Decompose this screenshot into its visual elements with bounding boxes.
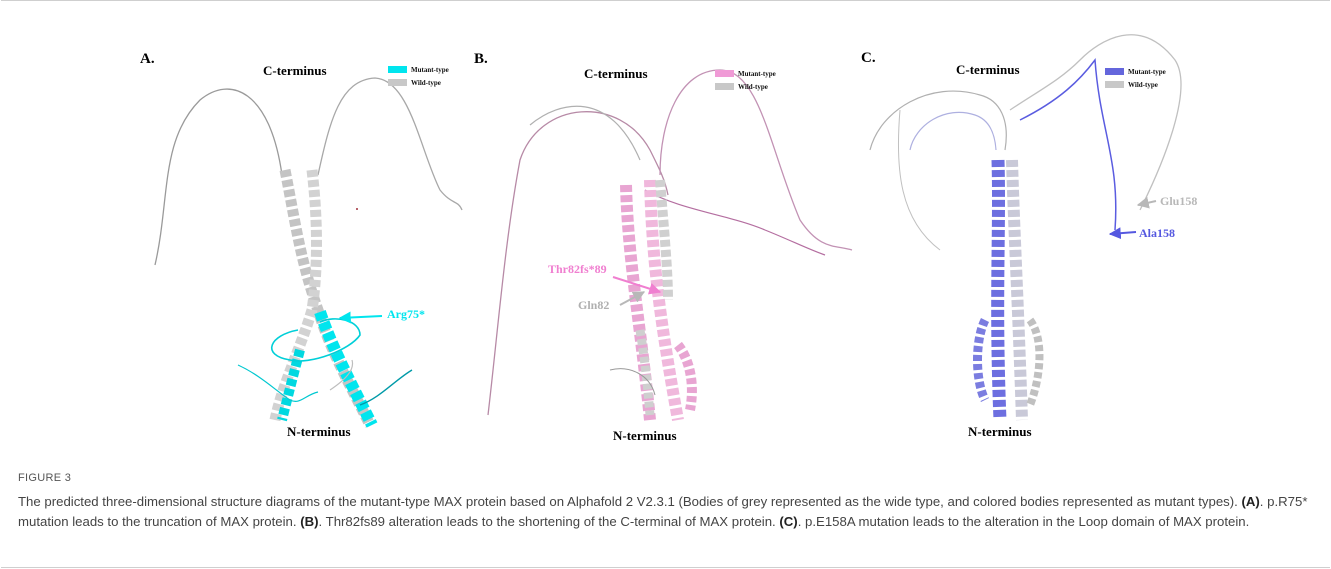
caption-text-b: . Thr82fs89 alteration leads to the shor… xyxy=(318,513,776,529)
panel-c-n-terminus-label: N-terminus xyxy=(968,424,1032,439)
figure-number: FIGURE 3 xyxy=(18,472,72,484)
figure: A. C-terminus N-terminus Mutant-type Wil… xyxy=(140,34,1198,443)
legend-label: Wild-type xyxy=(1128,80,1158,89)
legend-label: Mutant-type xyxy=(411,65,449,74)
panel-c-legend: Mutant-type Wild-type xyxy=(1105,65,1166,91)
annotation-glu158: Glu158 xyxy=(1160,194,1198,208)
caption-tag-a: (A) xyxy=(1241,494,1260,509)
legend-swatch xyxy=(715,83,734,90)
legend-item-mutant: Mutant-type xyxy=(388,63,449,76)
caption-text-a: . p.R75* mutation leads to the truncatio… xyxy=(18,494,1308,529)
annotation-ala158: Ala158 xyxy=(1139,226,1175,240)
legend-label: Mutant-type xyxy=(738,69,776,78)
annotation-thr82fs89: Thr82fs*89 xyxy=(548,262,607,276)
caption-intro: The predicted three-dimensional structur… xyxy=(18,494,1238,509)
panel-c-structure xyxy=(869,34,1182,421)
legend-swatch xyxy=(388,66,407,73)
legend-swatch xyxy=(1105,81,1124,88)
annotation-gln82: Gln82 xyxy=(578,298,610,312)
caption-tag-c: (C) xyxy=(779,513,798,529)
panel-b-legend: Mutant-type Wild-type xyxy=(715,67,776,93)
panel-a-c-terminus-label: C-terminus xyxy=(263,63,327,78)
panel-b-n-terminus-label: N-terminus xyxy=(613,428,677,443)
legend-item-wild: Wild-type xyxy=(715,80,776,93)
legend-swatch xyxy=(1105,68,1124,75)
panel-a-legend: Mutant-type Wild-type xyxy=(388,63,449,89)
panel-c-c-terminus-label: C-terminus xyxy=(956,62,1020,77)
legend-swatch xyxy=(715,70,734,77)
legend-item-wild: Wild-type xyxy=(388,76,449,89)
figure-caption: The predicted three-dimensional structur… xyxy=(18,492,1318,531)
legend-label: Mutant-type xyxy=(1128,67,1166,76)
structure-renderings xyxy=(154,34,1182,428)
caption-tag-b: (B) xyxy=(300,513,319,529)
panel-a-structure xyxy=(154,77,463,428)
panel-a-label: A. xyxy=(140,51,155,67)
caption-text-c: . p.E158A mutation leads to the alterati… xyxy=(797,513,1250,529)
panel-c-label: C. xyxy=(861,50,876,66)
panel-b-c-terminus-label: C-terminus xyxy=(584,66,648,81)
legend-label: Wild-type xyxy=(738,82,768,91)
panel-b-label: B. xyxy=(474,51,488,67)
panel-b-structure xyxy=(487,69,853,422)
legend-item-mutant: Mutant-type xyxy=(715,67,776,80)
annotation-arg75: Arg75* xyxy=(387,307,425,321)
panel-a-n-terminus-label: N-terminus xyxy=(287,424,351,439)
legend-label: Wild-type xyxy=(411,78,441,87)
legend-swatch xyxy=(388,79,407,86)
legend-item-wild: Wild-type xyxy=(1105,78,1166,91)
legend-item-mutant: Mutant-type xyxy=(1105,65,1166,78)
